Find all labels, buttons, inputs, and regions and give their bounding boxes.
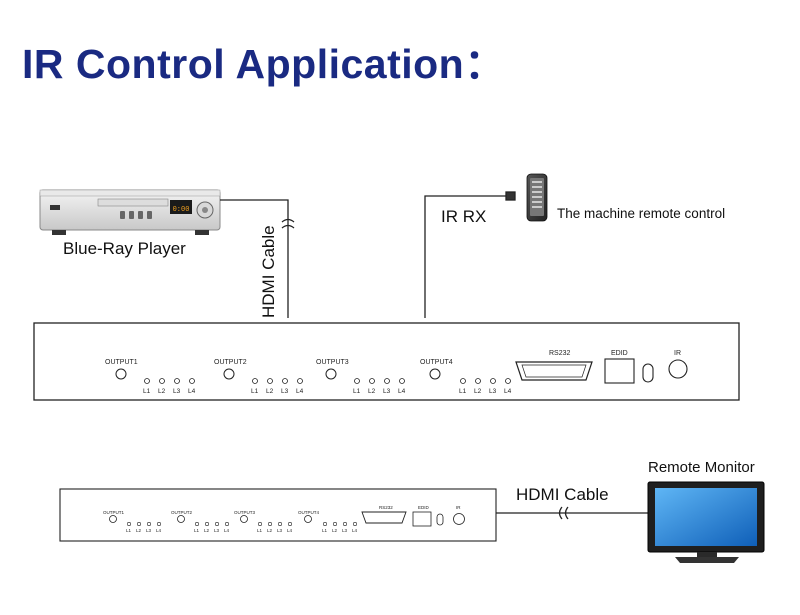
led-l2-label: L2 xyxy=(158,388,166,395)
led-l4-label: L4 xyxy=(224,528,230,533)
led-l2-label: L2 xyxy=(368,388,376,395)
ir-rx-cable xyxy=(424,191,516,318)
hdmi-cable-vertical-label: HDMI Cable xyxy=(259,225,278,318)
ir-rx-label: IR RX xyxy=(441,207,486,226)
led-l3-label: L3 xyxy=(281,388,289,395)
edid-switch xyxy=(412,511,432,527)
led-l1-label: L1 xyxy=(126,528,132,533)
led-l3-label: L3 xyxy=(173,388,181,395)
remote-monitor-label: Remote Monitor xyxy=(648,459,755,476)
output3-label: OUTPUT3 xyxy=(316,359,349,366)
led-l1-label: L1 xyxy=(353,388,361,395)
ir-port xyxy=(668,359,688,379)
monitor-screen xyxy=(655,488,757,546)
led-l2-label: L2 xyxy=(474,388,482,395)
led-l4-label: L4 xyxy=(504,388,512,395)
led-l2-label: L2 xyxy=(332,528,338,533)
led-l3-label: L3 xyxy=(383,388,391,395)
led-l4-label: L4 xyxy=(188,388,196,395)
remote-control xyxy=(526,173,548,222)
led-l1-label: L1 xyxy=(459,388,467,395)
led-l4-label: L4 xyxy=(156,528,162,533)
page-title: IR Control Application： xyxy=(22,41,506,87)
led-l2-label: L2 xyxy=(136,528,142,533)
led-l4-label: L4 xyxy=(287,528,293,533)
led-l4-label: L4 xyxy=(398,388,406,395)
output1-label: OUTPUT1 xyxy=(103,510,124,515)
remote-control-label: The machine remote control xyxy=(557,206,725,221)
hdmi-cable-vertical xyxy=(220,199,295,318)
remote-monitor xyxy=(647,481,765,563)
led-l1-label: L1 xyxy=(257,528,263,533)
led-l3-label: L3 xyxy=(277,528,283,533)
output1-label: OUTPUT1 xyxy=(105,359,138,366)
ir-label: IR xyxy=(456,505,461,510)
rs232-port xyxy=(515,361,593,381)
led-l2-label: L2 xyxy=(204,528,210,533)
rs232-port xyxy=(361,511,407,524)
led-l3-label: L3 xyxy=(342,528,348,533)
bluray-label: Blue-Ray Player xyxy=(63,239,186,258)
hdmi-cable-horizontal-label: HDMI Cable xyxy=(516,485,609,504)
led-l1-label: L1 xyxy=(143,388,151,395)
led-l3-label: L3 xyxy=(146,528,152,533)
led-l1-label: L1 xyxy=(194,528,200,533)
led-l2-label: L2 xyxy=(267,528,273,533)
output4-label: OUTPUT4 xyxy=(298,510,319,515)
output2-label: OUTPUT2 xyxy=(214,359,247,366)
led-l1-label: L1 xyxy=(251,388,259,395)
rs232-label: RS232 xyxy=(379,505,393,510)
bluray-display: 0:00 xyxy=(173,206,190,214)
output3-label: OUTPUT3 xyxy=(234,510,255,515)
unit-panel-small: OUTPUT1 L1 L2 L3 L4 OUTPUT2 L1 L2 L3 L4 … xyxy=(59,488,497,542)
edid-label: EDID xyxy=(611,350,628,357)
edid-switch xyxy=(604,358,635,384)
led-l1-label: L1 xyxy=(322,528,328,533)
led-l3-label: L3 xyxy=(489,388,497,395)
unit-panel-large: OUTPUT1 L1 L2 L3 L4 OUTPUT2 L1 L2 L3 L4 … xyxy=(33,322,740,401)
ir-label: IR xyxy=(674,350,681,357)
edid-label: EDID xyxy=(418,505,430,510)
led-l4-label: L4 xyxy=(352,528,358,533)
led-l3-label: L3 xyxy=(214,528,220,533)
rs232-label: RS232 xyxy=(549,350,571,357)
bluray-player: 0:00 xyxy=(39,189,221,235)
output4-label: OUTPUT4 xyxy=(420,359,453,366)
led-l4-label: L4 xyxy=(296,388,304,395)
led-l2-label: L2 xyxy=(266,388,274,395)
output2-label: OUTPUT2 xyxy=(171,510,192,515)
hdmi-cable-horizontal xyxy=(496,506,648,520)
ir-port xyxy=(453,513,465,525)
